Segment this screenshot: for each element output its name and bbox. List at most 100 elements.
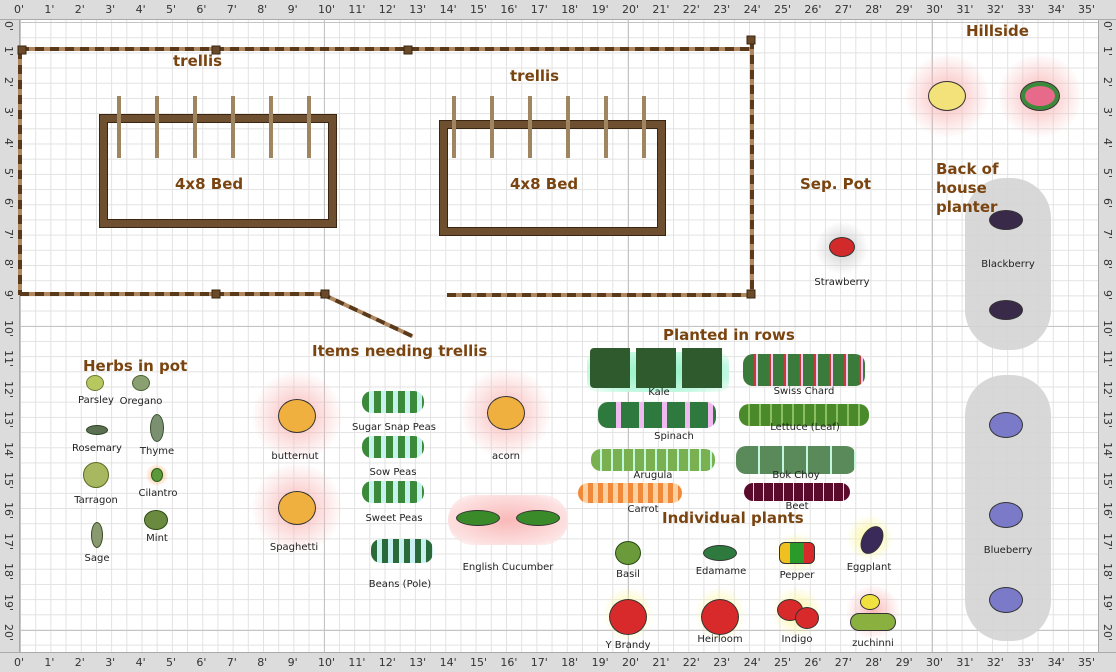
ruler-tick-label: 25'	[774, 3, 792, 16]
bottom-ruler: 0'1'2'3'4'5'6'7'8'9'10'11'12'13'14'15'16…	[0, 652, 1116, 672]
ruler-tick-label: 19'	[591, 656, 609, 669]
blackberry-icon[interactable]	[989, 210, 1023, 230]
zucchini-icon[interactable]	[850, 613, 896, 631]
ruler-tick-label: 14'	[439, 656, 457, 669]
sweet-peas-row[interactable]	[362, 481, 424, 503]
blackberry-icon[interactable]	[989, 300, 1023, 320]
lettuce-row[interactable]	[739, 404, 869, 426]
trellis-label: trellis	[510, 67, 560, 85]
ruler-tick-label: 11'	[348, 656, 366, 669]
top-ruler: 0'1'2'3'4'5'6'7'8'9'10'11'12'13'14'15'16…	[0, 0, 1116, 20]
ruler-tick-label: 20'	[1101, 624, 1114, 642]
ruler-tick-label: 25'	[774, 656, 792, 669]
ruler-tick-label: 9'	[287, 656, 298, 669]
basil-icon[interactable]	[615, 541, 641, 565]
tarragon-icon[interactable]	[83, 462, 109, 488]
ruler-tick-label: 6'	[2, 198, 15, 209]
ruler-tick-label: 2'	[1101, 76, 1114, 87]
ruler-tick-label: 2'	[74, 3, 85, 16]
sow-peas-row[interactable]	[362, 436, 424, 458]
oregano-icon[interactable]	[132, 375, 150, 391]
butternut-icon[interactable]	[278, 399, 316, 433]
spinach-row[interactable]	[598, 402, 716, 428]
plant-label: Heirloom	[697, 634, 743, 645]
ruler-tick-label: 5'	[166, 656, 177, 669]
ruler-tick-label: 2'	[74, 656, 85, 669]
squash-icon[interactable]	[860, 594, 880, 610]
ruler-tick-label: 31'	[956, 656, 974, 669]
ruler-tick-label: 1'	[2, 46, 15, 57]
ruler-tick-label: 6'	[1101, 198, 1114, 209]
stake	[452, 96, 456, 158]
plant-label: Swiss Chard	[773, 386, 835, 397]
trellis-top[interactable]	[20, 47, 752, 51]
blueberry-icon[interactable]	[989, 412, 1023, 438]
cucumber-icon[interactable]	[456, 510, 500, 526]
plant-label: acorn	[491, 451, 521, 462]
ruler-tick-label: 18'	[1101, 563, 1114, 581]
parsley-icon[interactable]	[86, 375, 104, 391]
ruler-tick-label: 14'	[2, 441, 15, 459]
thyme-icon[interactable]	[150, 414, 164, 442]
stake	[604, 96, 608, 158]
strawberry-icon[interactable]	[829, 237, 855, 257]
ruler-tick-label: 32'	[986, 3, 1004, 16]
back-of-house-planter-blackberry[interactable]	[965, 178, 1051, 350]
tomato-icon[interactable]	[609, 599, 647, 635]
trellis-bottom-right[interactable]	[447, 293, 752, 297]
ruler-tick-label: 0'	[14, 656, 25, 669]
ruler-tick-label: 5'	[166, 3, 177, 16]
ruler-tick-label: 7'	[226, 3, 237, 16]
pepper-icon[interactable]	[779, 542, 815, 564]
trellis-right[interactable]	[750, 40, 754, 295]
plant-label: Rosemary	[72, 443, 122, 454]
ruler-tick-label: 30'	[926, 3, 944, 16]
plant-label: Beet	[785, 501, 809, 512]
raised-bed-2[interactable]	[440, 121, 665, 235]
cilantro-icon[interactable]	[151, 468, 163, 482]
raised-bed-1[interactable]	[100, 115, 336, 227]
ruler-tick-label: 16'	[500, 656, 518, 669]
pole-beans-row[interactable]	[371, 539, 433, 563]
ruler-tick-label: 10'	[318, 3, 336, 16]
tomato-icon[interactable]	[701, 599, 739, 635]
bok-choy-row[interactable]	[736, 446, 856, 474]
post	[17, 45, 27, 55]
sugar-snap-peas-row[interactable]	[362, 391, 424, 413]
kale-row[interactable]	[590, 348, 726, 388]
acorn-squash-icon[interactable]	[487, 396, 525, 430]
trellis-bottom-left[interactable]	[20, 292, 325, 296]
ruler-tick-label: 24'	[743, 656, 761, 669]
ruler-tick-label: 3'	[105, 3, 116, 16]
ruler-tick-label: 18'	[561, 656, 579, 669]
beet-row[interactable]	[744, 483, 850, 501]
plant-label: Y Brandy	[605, 640, 651, 651]
ruler-tick-label: 16'	[2, 502, 15, 520]
spaghetti-squash-icon[interactable]	[278, 491, 316, 525]
plant-label: Eggplant	[846, 562, 892, 573]
melon-icon[interactable]	[928, 81, 966, 111]
arugula-row[interactable]	[591, 449, 715, 471]
plant-label: Sage	[84, 553, 110, 564]
edamame-icon[interactable]	[703, 545, 737, 561]
mint-icon[interactable]	[144, 510, 168, 530]
ruler-tick-label: 20'	[622, 656, 640, 669]
tomato-icon[interactable]	[795, 607, 819, 629]
blueberry-icon[interactable]	[989, 587, 1023, 613]
carrot-row[interactable]	[578, 483, 682, 503]
items-trellis-label: Items needing trellis	[312, 342, 488, 360]
plant-label: Mint	[146, 533, 168, 544]
ruler-tick-label: 13'	[2, 411, 15, 429]
sage-icon[interactable]	[91, 522, 103, 548]
ruler-tick-label: 17'	[1101, 532, 1114, 550]
trellis-left[interactable]	[18, 50, 22, 295]
ruler-tick-label: 9'	[287, 3, 298, 16]
swiss-chard-row[interactable]	[743, 354, 865, 386]
blueberry-icon[interactable]	[989, 502, 1023, 528]
ruler-tick-label: 29'	[895, 3, 913, 16]
cucumber-icon[interactable]	[516, 510, 560, 526]
watermelon-icon[interactable]	[1020, 81, 1060, 111]
rosemary-icon[interactable]	[86, 425, 108, 435]
plant-label: butternut	[271, 451, 319, 462]
plant-label: Cilantro	[138, 488, 178, 499]
